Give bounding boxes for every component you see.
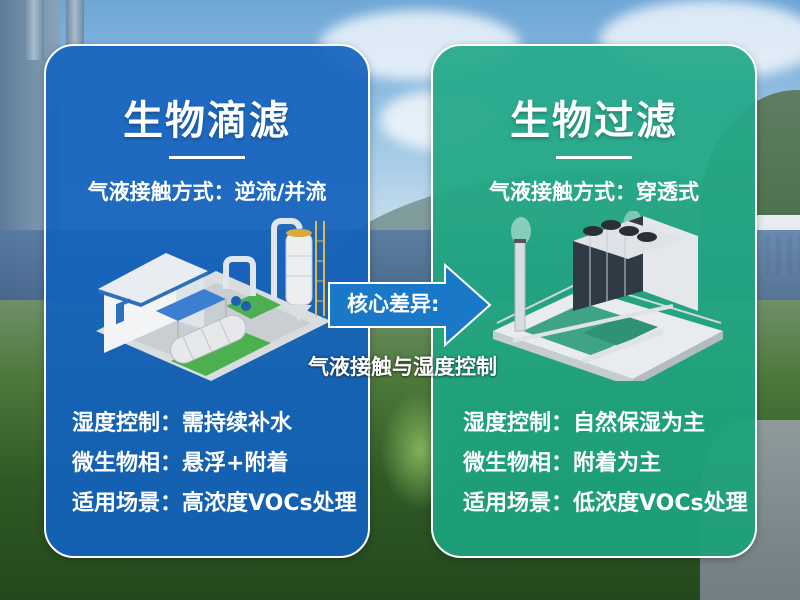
arrow-label: 核心差异: [347,292,440,316]
fact-label: 适用场景： [463,491,574,516]
panel-title: 生物滴滤 [123,98,291,144]
biotrickling-panel: 生物滴滤 气液接触方式：逆流/并流 [44,44,370,558]
fact-humidity: 湿度控制：自然保湿为主 [463,406,745,446]
biofilter-plant-icon [483,210,733,387]
fact-value: 高浓度VOCs处理 [182,491,357,516]
fact-value: 自然保湿为主 [573,411,706,436]
chimney-stack [66,0,84,50]
title-divider [169,156,245,159]
fact-label: 微生物相： [72,451,183,476]
title-divider [556,156,632,159]
chimney-stack [24,0,44,60]
core-difference-subtitle: 气液接触与湿度控制 [308,355,497,379]
fact-value: 低浓度VOCs处理 [573,491,748,516]
fact-label: 微生物相： [463,451,574,476]
fact-value: 悬浮+附着 [182,451,289,476]
fact-microbial-phase: 微生物相：附着为主 [463,446,745,486]
contact-method: 气液接触方式：逆流/并流 [87,180,327,204]
fact-list: 湿度控制：需持续补水 微生物相：悬浮+附着 适用场景：高浓度VOCs处理 [72,406,358,526]
fact-label: 适用场景： [72,491,183,516]
fact-humidity: 湿度控制：需持续补水 [72,406,358,446]
biotrickling-filter-plant-icon [86,211,336,381]
fact-label: 湿度控制： [72,411,183,436]
arrow-right-icon [328,263,492,347]
fact-list: 湿度控制：自然保湿为主 微生物相：附着为主 适用场景：低浓度VOCs处理 [463,406,748,526]
fact-label: 湿度控制： [463,411,574,436]
fact-application: 适用场景：低浓度VOCs处理 [463,486,748,526]
fact-value: 附着为主 [573,451,662,476]
core-difference-arrow: 核心差异: [327,263,493,347]
fact-application: 适用场景：高浓度VOCs处理 [72,486,358,526]
panel-title: 生物过滤 [510,98,678,144]
contact-method: 气液接触方式：穿透式 [489,180,699,204]
fact-microbial-phase: 微生物相：悬浮+附着 [72,446,358,486]
fact-value: 需持续补水 [182,411,293,436]
